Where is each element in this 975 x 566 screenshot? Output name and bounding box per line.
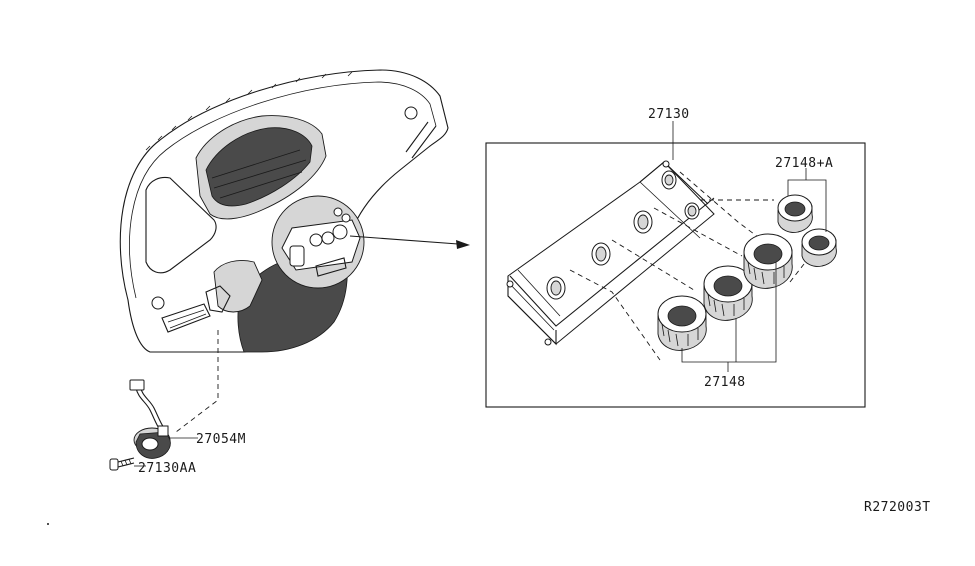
assembly-detail-box	[485, 121, 866, 408]
knob-small-1	[777, 194, 813, 233]
label-knob-large: 27148	[704, 375, 746, 390]
detail-arrow	[349, 235, 470, 249]
screw-part	[109, 457, 135, 471]
label-screw: 27130AA	[138, 461, 196, 476]
label-diagram-id: R272003T	[864, 500, 931, 515]
label-assembly: 27130	[648, 107, 690, 122]
knob-large-2	[703, 265, 753, 321]
label-switch: 27054M	[196, 432, 246, 447]
instrument-panel	[119, 69, 449, 353]
knob-small-2	[801, 228, 837, 267]
switch-leader	[175, 330, 219, 433]
knob-large-1	[657, 295, 707, 351]
knob-large-3	[743, 233, 793, 289]
switch-part	[129, 379, 171, 459]
label-knob-small: 27148+A	[775, 156, 833, 171]
stray-dot	[47, 523, 49, 525]
